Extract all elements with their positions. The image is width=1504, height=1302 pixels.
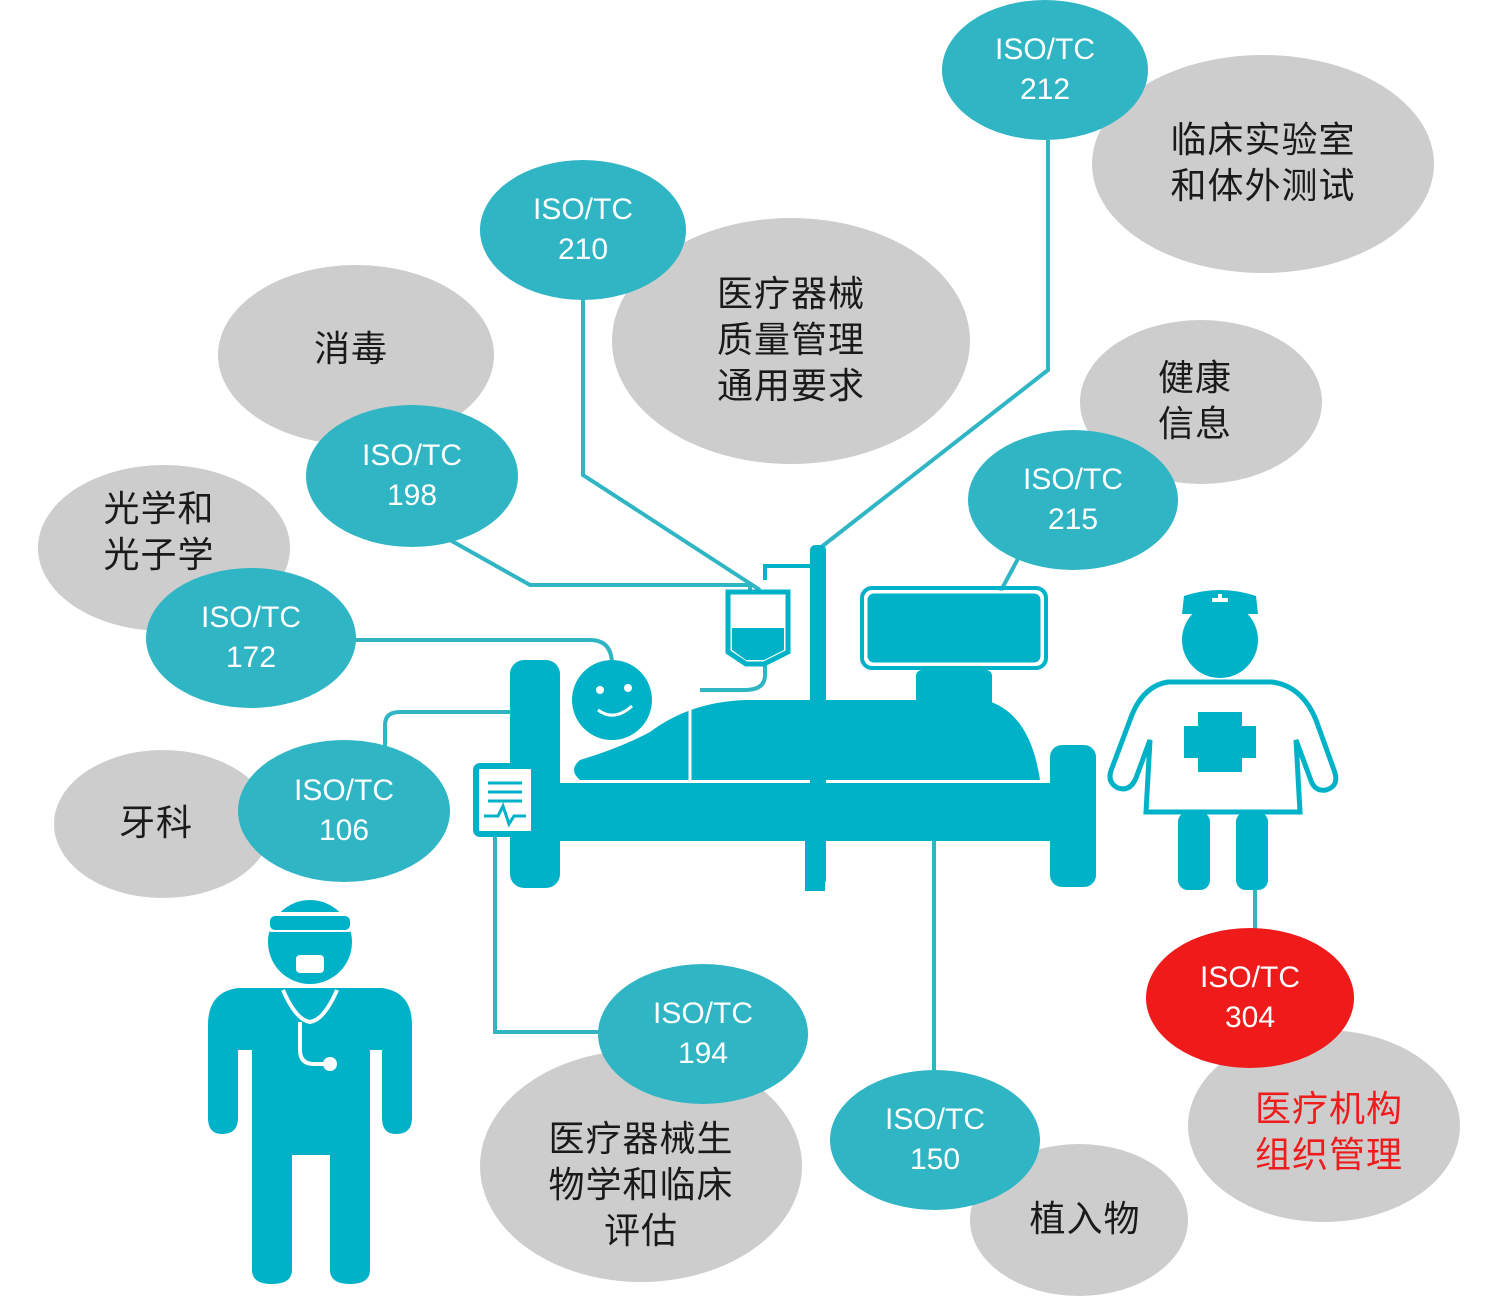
iso-tc-210-ellipse: ISO/TC 210 bbox=[480, 160, 686, 300]
topic-label-304: 医疗机构 组织管理 bbox=[1254, 1089, 1403, 1176]
iso-tc-194-number: 194 bbox=[677, 1037, 729, 1070]
iso-tc-198-prefix: ISO/TC bbox=[361, 439, 462, 472]
iso-tc-210-prefix: ISO/TC bbox=[532, 193, 633, 226]
connector-iv bbox=[700, 665, 767, 692]
iso-tc-212-ellipse: ISO/TC 212 bbox=[942, 0, 1148, 140]
patient-head bbox=[572, 660, 652, 740]
topic-bubble-106: 牙科 bbox=[54, 750, 272, 898]
doctor-figure bbox=[208, 900, 412, 1284]
iso-tc-194-prefix: ISO/TC bbox=[652, 997, 753, 1030]
monitor-screen bbox=[864, 590, 1044, 666]
iso-tc-106-prefix: ISO/TC bbox=[293, 774, 394, 807]
iso-tc-106-number: 106 bbox=[318, 814, 370, 847]
topic-label-212: 临床实验室 和体外测试 bbox=[1170, 120, 1356, 207]
iso-tc-212-number: 212 bbox=[1019, 73, 1071, 106]
iso-tc-304-ellipse: ISO/TC 304 bbox=[1146, 928, 1354, 1068]
topic-label-194: 医疗器械生 物学和临床 评估 bbox=[548, 1119, 734, 1252]
iso-tc-304-number: 304 bbox=[1224, 1001, 1276, 1034]
connector-194 bbox=[493, 832, 605, 1034]
iso-tc-198-ellipse: ISO/TC 198 bbox=[306, 405, 518, 547]
iso-tc-150-ellipse: ISO/TC 150 bbox=[830, 1070, 1040, 1210]
topic-bubble-212: 临床实验室 和体外测试 bbox=[1092, 55, 1434, 273]
topic-label-150: 植入物 bbox=[1029, 1199, 1141, 1240]
iso-tc-172-prefix: ISO/TC bbox=[200, 601, 301, 634]
connector-198 bbox=[449, 538, 752, 596]
connector-212 bbox=[818, 140, 1050, 550]
bed-frame bbox=[510, 783, 1096, 841]
bed-leg bbox=[805, 836, 825, 891]
topic-label-172: 光学和 光子学 bbox=[103, 489, 215, 576]
connector-lines bbox=[350, 140, 1257, 1080]
iso-tc-106-ellipse: ISO/TC 106 bbox=[238, 740, 450, 882]
iso-tc-172-ellipse: ISO/TC 172 bbox=[146, 568, 356, 708]
iso-tc-198-number: 198 bbox=[386, 479, 438, 512]
connector-172 bbox=[350, 638, 614, 666]
iso-tc-212-prefix: ISO/TC bbox=[994, 33, 1095, 66]
iso-tc-210-number: 210 bbox=[557, 233, 609, 266]
topic-label-210: 医疗器械 质量管理 通用要求 bbox=[716, 274, 865, 407]
connector-106 bbox=[383, 710, 560, 760]
iso-tc-215-number: 215 bbox=[1047, 503, 1099, 536]
topic-label-198: 消毒 bbox=[313, 329, 388, 370]
topic-label-215: 健康 信息 bbox=[1157, 358, 1232, 445]
iso-tc-194-ellipse: ISO/TC 194 bbox=[598, 964, 808, 1104]
nurse-figure bbox=[1107, 590, 1339, 890]
iso-tc-150-prefix: ISO/TC bbox=[884, 1103, 985, 1136]
connector-210 bbox=[581, 290, 762, 592]
iso-tc-304-prefix: ISO/TC bbox=[1199, 961, 1300, 994]
iso-tc-150-number: 150 bbox=[909, 1143, 961, 1176]
iv-hook bbox=[763, 564, 812, 580]
iv-fluid bbox=[732, 628, 784, 660]
iso-tc-215-prefix: ISO/TC bbox=[1022, 463, 1123, 496]
iso-tc-215-ellipse: ISO/TC 215 bbox=[968, 430, 1178, 570]
topic-label-106: 牙科 bbox=[118, 803, 193, 844]
iso-tc-172-number: 172 bbox=[225, 641, 277, 674]
